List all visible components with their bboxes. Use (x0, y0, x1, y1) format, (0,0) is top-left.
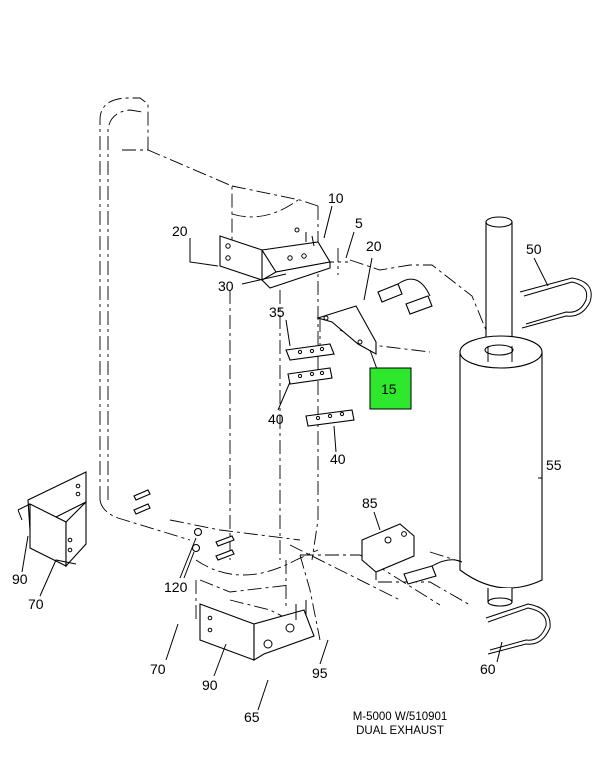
u-bolt-lower (403, 559, 551, 655)
callout-40-upper: 40 (268, 411, 284, 427)
muffler-assembly (459, 216, 543, 607)
cab-phantom-outline (99, 97, 487, 641)
nuts-and-bolts (191, 527, 235, 561)
leader-lines (21, 205, 549, 711)
callout-50: 50 (526, 241, 542, 257)
upper-cab-bracket (219, 227, 331, 289)
mounting-bolts-left (133, 489, 151, 515)
callout-70-left: 70 (28, 596, 44, 612)
lower-cab-bracket (199, 600, 315, 661)
callout-20-right: 20 (366, 238, 382, 254)
callout-10: 10 (328, 190, 344, 206)
lower-muffler-bracket (361, 523, 415, 580)
spacer-plates (285, 343, 355, 427)
callout-5: 5 (355, 215, 363, 231)
callout-95: 95 (312, 665, 328, 681)
muffler-mount-bracket (316, 278, 433, 355)
callout-60: 60 (480, 661, 496, 677)
caption-model: M-5000 W/510901 (353, 711, 448, 723)
callout-30: 30 (218, 278, 234, 294)
caption-description: DUAL EXHAUST (356, 725, 444, 737)
highlighted-callout-box (369, 367, 412, 410)
callout-15: 15 (381, 381, 397, 397)
callout-20-left: 20 (172, 223, 188, 239)
callout-40-lower: 40 (330, 451, 346, 467)
callout-35: 35 (269, 304, 285, 320)
diagram-caption: M-5000 W/510901 DUAL EXHAUST (353, 711, 448, 737)
callout-65: 65 (244, 709, 260, 725)
callout-90-lower: 90 (202, 677, 218, 693)
callout-90-left: 90 (12, 571, 28, 587)
callout-120: 120 (164, 579, 188, 595)
left-cab-bracket (17, 471, 87, 568)
callout-70-lower: 70 (150, 661, 166, 677)
u-bolt-upper (519, 277, 592, 329)
callout-labels: 10 5 20 20 30 35 15 40 40 50 55 85 60 90… (12, 190, 562, 725)
callout-85: 85 (362, 495, 378, 511)
callout-55: 55 (546, 457, 562, 473)
